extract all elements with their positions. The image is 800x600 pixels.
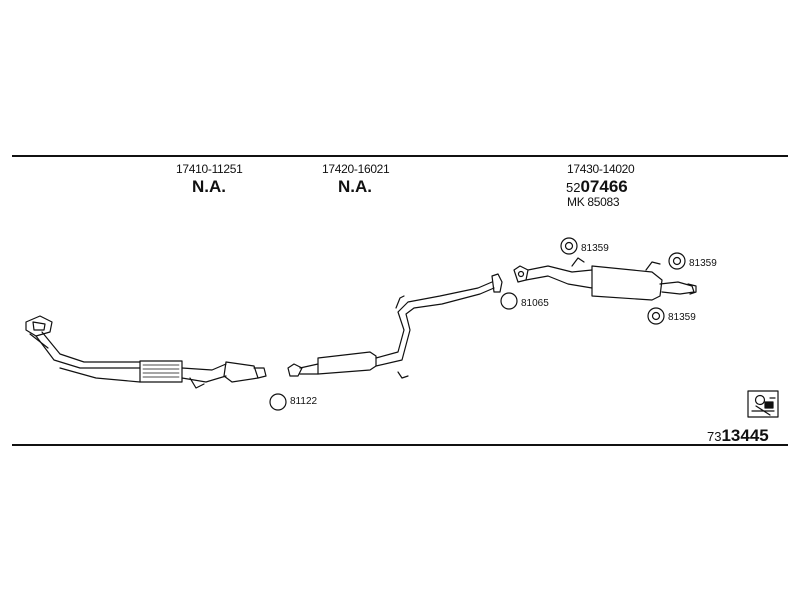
center-pipe-top xyxy=(375,281,493,359)
rear-muffler-ref-prefix: 52 xyxy=(566,180,581,195)
rear-inlet-flange xyxy=(513,265,529,283)
center-pipe-bottom xyxy=(375,287,495,367)
rear-pipe-top xyxy=(527,265,593,273)
tailpipe xyxy=(659,281,695,295)
part-number-front-pipe: 17410-11251 xyxy=(176,162,243,176)
callout-hanger-bottom: 81359 xyxy=(668,312,696,323)
callout-hanger-top-right: 81359 xyxy=(689,258,717,269)
flex-joint xyxy=(139,360,183,383)
part-number-center-pipe: 17420-16021 xyxy=(322,162,390,176)
front-flange xyxy=(25,315,53,337)
rear-inlet-flange-hole xyxy=(517,270,525,278)
part-status-center-pipe: N.A. xyxy=(338,177,372,196)
hanger-top-left-ring-icon xyxy=(560,237,578,255)
bottom-rule xyxy=(12,444,788,446)
muffler-hanger-right xyxy=(645,261,661,271)
callout-hanger-top-left: 81359 xyxy=(581,243,609,254)
resonator xyxy=(317,351,377,375)
front-pipe-under xyxy=(59,367,141,383)
front-flange-inner xyxy=(32,321,46,331)
front-pipe-assembly xyxy=(25,315,267,389)
diagram-code-main: 13445 xyxy=(721,426,769,445)
part-status-front-pipe: N.A. xyxy=(192,177,226,196)
muffler-hanger-left xyxy=(571,257,585,267)
center-inlet-flange xyxy=(287,363,303,377)
bosal-logo-icon xyxy=(747,390,779,418)
front-pipe-upper xyxy=(35,335,141,369)
muffler-body xyxy=(591,265,663,301)
rear-muffler-assembly xyxy=(513,257,697,301)
diagram-code: 7313445 xyxy=(707,427,769,444)
rear-muffler-ref: 5207466 xyxy=(566,178,628,195)
part-number-rear-muffler: 17430-14020 xyxy=(567,162,635,176)
rear-muffler-ref-main: 07466 xyxy=(580,177,628,196)
gasket-mid-ring-icon xyxy=(500,292,518,310)
diagram-code-prefix: 73 xyxy=(707,429,722,444)
top-rule xyxy=(12,155,788,157)
center-inlet-pipe-top xyxy=(299,363,319,369)
pre-cat-pipe-bottom xyxy=(181,375,227,383)
front-pipe-branch xyxy=(29,333,49,349)
cat-outlet-flange xyxy=(253,367,267,379)
rear-pipe-bottom xyxy=(525,275,593,289)
front-pipe-lower xyxy=(41,331,141,363)
center-outlet-flange xyxy=(491,273,503,293)
callout-gasket-front: 81122 xyxy=(290,396,318,407)
rear-muffler-alt-ref: MK 85083 xyxy=(567,195,620,209)
hanger-bottom-ring-icon xyxy=(647,307,665,325)
callout-gasket-mid: 81065 xyxy=(521,298,549,309)
center-hanger-top xyxy=(395,295,405,309)
center-hanger-bottom xyxy=(397,371,409,379)
gasket-front-ring-icon xyxy=(269,393,287,411)
front-hanger xyxy=(189,377,205,389)
catalytic-converter xyxy=(223,361,259,383)
center-pipe-assembly xyxy=(287,273,503,379)
pre-cat-pipe-top xyxy=(181,363,227,371)
tailpipe-tip xyxy=(687,283,697,295)
hanger-top-right-ring-icon xyxy=(668,252,686,270)
flex-joint-weave xyxy=(142,364,180,378)
